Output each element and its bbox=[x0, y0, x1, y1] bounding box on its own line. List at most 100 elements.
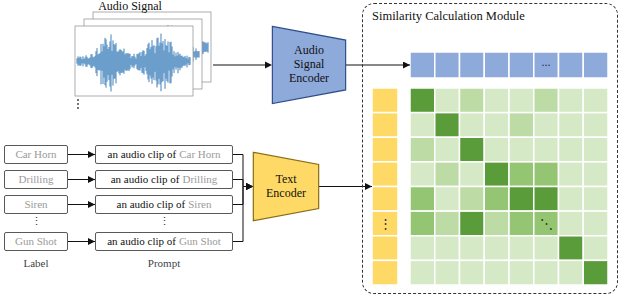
waveform-stack bbox=[75, 12, 211, 109]
connector bbox=[68, 154, 95, 155]
similarity-cell bbox=[484, 162, 509, 187]
text-embedding-cell bbox=[372, 187, 398, 212]
encoder-name: Audio Signal Encoder bbox=[278, 44, 340, 85]
similarity-cell bbox=[509, 236, 534, 261]
box-text-row: an audio clip ofCar Horn bbox=[108, 148, 221, 161]
similarity-cell bbox=[484, 211, 509, 236]
class-label: Drilling bbox=[19, 173, 54, 186]
connector bbox=[68, 179, 95, 180]
audio-panel bbox=[75, 26, 193, 96]
similarity-cell bbox=[559, 113, 584, 138]
ellipsis: ⋮ bbox=[379, 217, 392, 230]
box-text-row: Gun Shot bbox=[15, 235, 57, 248]
label-box: Siren bbox=[4, 195, 68, 214]
similarity-cell bbox=[484, 187, 509, 212]
similarity-cell bbox=[509, 88, 534, 113]
prompt-box: an audio clip ofGun Shot bbox=[95, 232, 233, 251]
audio-embedding-cell bbox=[435, 52, 460, 78]
similarity-cell bbox=[534, 162, 559, 187]
similarity-cell bbox=[460, 113, 485, 138]
figure-title: Audio Signal bbox=[98, 0, 162, 12]
encoder-name: Text Encoder bbox=[264, 173, 308, 201]
similarity-cell bbox=[460, 187, 485, 212]
similarity-cell bbox=[484, 260, 509, 285]
similarity-cell bbox=[509, 162, 534, 187]
similarity-matrix bbox=[372, 52, 608, 285]
audio-encoder: Audio Signal Encoder bbox=[272, 26, 346, 104]
similarity-cell bbox=[583, 260, 608, 285]
audio-embedding-cell bbox=[460, 52, 485, 78]
similarity-cell bbox=[484, 113, 509, 138]
box-text-row: an audio clip ofGun Shot bbox=[107, 235, 221, 248]
similarity-cell bbox=[435, 113, 460, 138]
connector bbox=[233, 187, 253, 242]
prompt-template: an audio clip of bbox=[117, 198, 186, 211]
similarity-cell bbox=[435, 162, 460, 187]
prompt-box: an audio clip ofCar Horn bbox=[95, 145, 233, 164]
similarity-cell bbox=[559, 137, 584, 162]
audio-embedding-cell bbox=[559, 52, 584, 78]
class-label: Gun Shot bbox=[179, 235, 221, 248]
text-embedding-cell bbox=[372, 162, 398, 187]
text-embedding-cell bbox=[372, 236, 398, 261]
stack-dot bbox=[77, 99, 79, 101]
similarity-cell bbox=[583, 211, 608, 236]
ellipsis: ⋱ bbox=[540, 217, 553, 230]
text-embedding-cell bbox=[372, 260, 398, 285]
similarity-cell bbox=[583, 187, 608, 212]
waveform bbox=[77, 34, 190, 92]
similarity-cell bbox=[583, 137, 608, 162]
similarity-module: Similarity Calculation Module bbox=[362, 3, 618, 294]
similarity-cell bbox=[410, 211, 435, 236]
similarity-cell bbox=[460, 88, 485, 113]
similarity-cell bbox=[559, 162, 584, 187]
text-encoder: Text Encoder bbox=[253, 152, 319, 221]
similarity-cell bbox=[559, 88, 584, 113]
similarity-cell bbox=[435, 137, 460, 162]
connector bbox=[233, 155, 253, 187]
text-embedding-cell bbox=[372, 88, 398, 113]
similarity-cell bbox=[583, 113, 608, 138]
similarity-cell bbox=[435, 260, 460, 285]
similarity-cell bbox=[435, 88, 460, 113]
audio-embedding-cell bbox=[583, 52, 608, 78]
similarity-cell bbox=[460, 260, 485, 285]
ellipsis: ... bbox=[542, 56, 551, 68]
similarity-cell bbox=[410, 137, 435, 162]
similarity-cell bbox=[583, 88, 608, 113]
similarity-cell bbox=[460, 236, 485, 261]
similarity-cell bbox=[559, 236, 584, 261]
similarity-cell bbox=[534, 236, 559, 261]
similarity-cell bbox=[484, 137, 509, 162]
audio-embedding-cell bbox=[410, 52, 435, 78]
similarity-cell bbox=[559, 260, 584, 285]
class-label: Car Horn bbox=[15, 148, 56, 161]
connector bbox=[346, 65, 410, 66]
box-text-row: an audio clip ofDrilling bbox=[111, 173, 218, 186]
audio-embedding-cell bbox=[509, 52, 534, 78]
similarity-cell bbox=[484, 236, 509, 261]
prompt-template: an audio clip of bbox=[108, 148, 177, 161]
box-text-row: Car Horn bbox=[15, 148, 56, 161]
stack-dot bbox=[77, 103, 79, 105]
arrow-head bbox=[265, 62, 272, 69]
prompt-box: an audio clip ofSiren bbox=[95, 195, 233, 214]
similarity-cell bbox=[410, 260, 435, 285]
similarity-cell bbox=[534, 137, 559, 162]
similarity-cell bbox=[410, 162, 435, 187]
label-box: Gun Shot bbox=[4, 232, 68, 251]
similarity-cell bbox=[509, 113, 534, 138]
trapezoid-shape bbox=[253, 152, 318, 220]
prompt-box: an audio clip ofDrilling bbox=[95, 170, 233, 189]
box-text-row: Drilling bbox=[19, 173, 54, 186]
similarity-cell bbox=[484, 88, 509, 113]
similarity-cell bbox=[559, 187, 584, 212]
similarity-cell bbox=[509, 211, 534, 236]
similarity-cell bbox=[410, 113, 435, 138]
similarity-cell bbox=[460, 211, 485, 236]
similarity-cell bbox=[534, 260, 559, 285]
class-label: Drilling bbox=[182, 173, 217, 186]
box-text-row: Siren bbox=[24, 198, 47, 211]
class-label: Siren bbox=[24, 198, 47, 211]
similarity-cell bbox=[435, 236, 460, 261]
